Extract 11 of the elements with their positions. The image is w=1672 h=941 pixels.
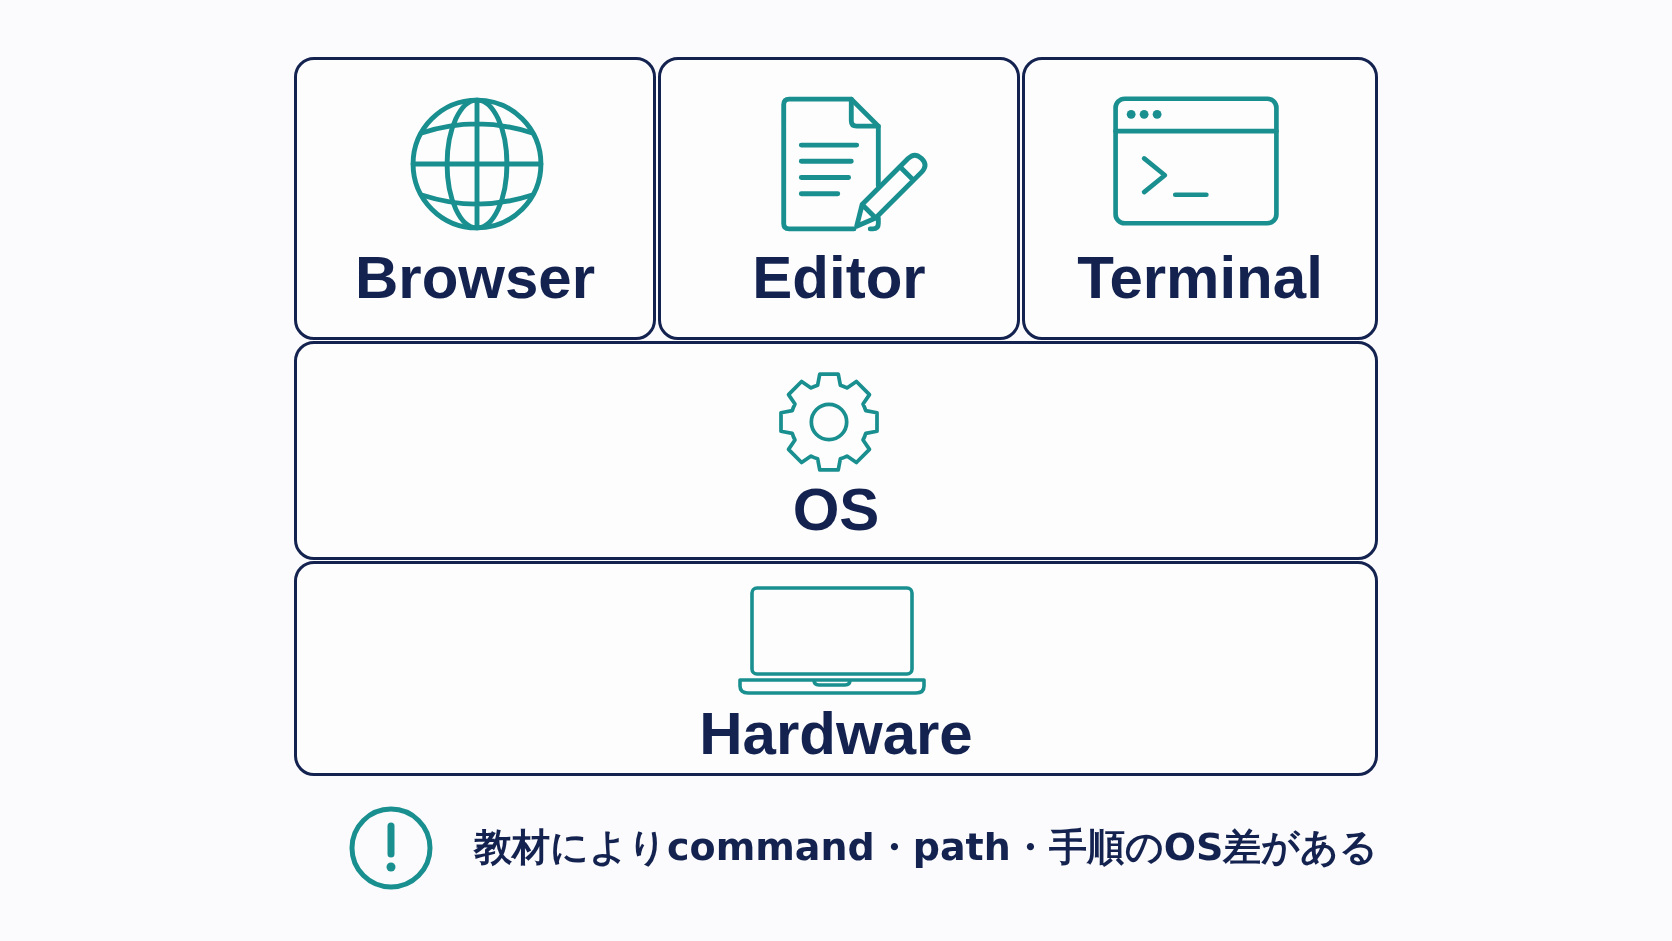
note-text: 教材によりcommand・path・手順のOS差がある (474, 828, 1379, 866)
layer-box (1022, 57, 1378, 340)
layer-box (294, 57, 656, 340)
layer-box (294, 341, 1378, 560)
layer-title: Hardware (699, 704, 973, 764)
layer-box (294, 561, 1378, 776)
layer-title: Browser (354, 248, 596, 308)
layer-title: OS (792, 480, 880, 540)
layer-title: Editor (752, 248, 926, 308)
layer-title: Terminal (1077, 248, 1323, 308)
layer-box (658, 57, 1020, 340)
